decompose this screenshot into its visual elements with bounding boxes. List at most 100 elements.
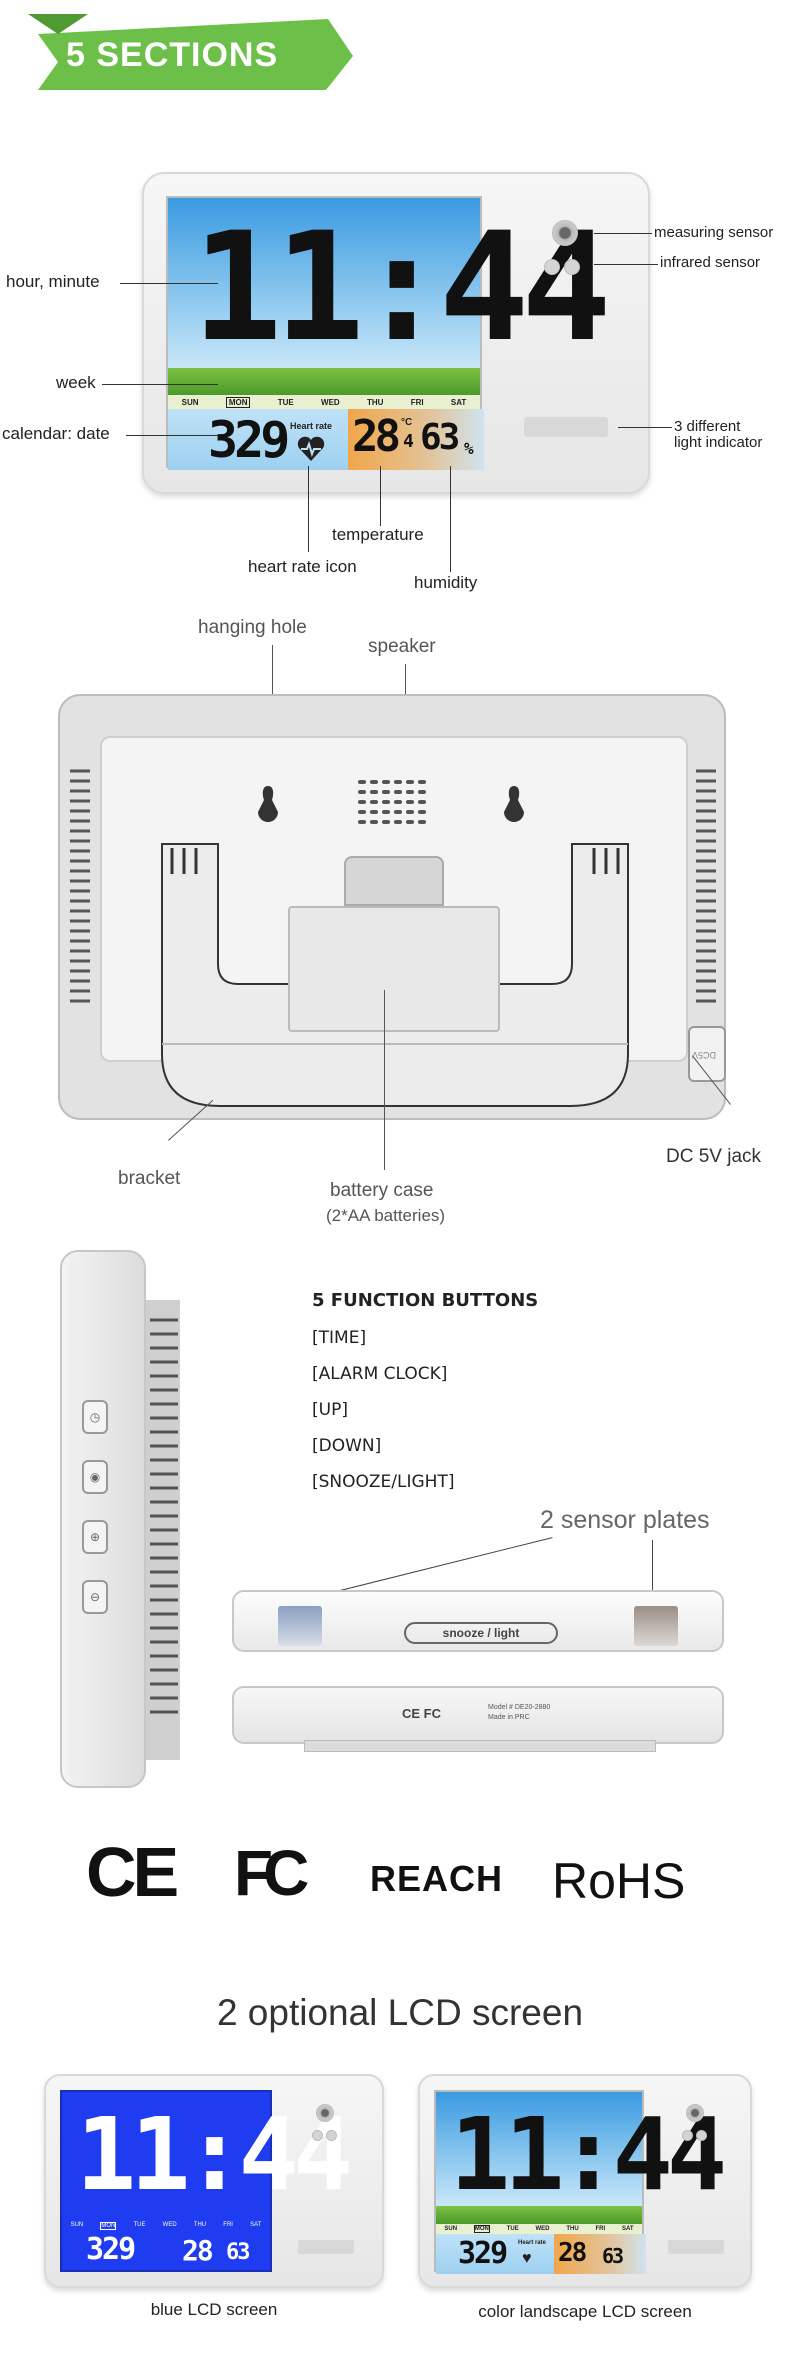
label-battery-case: battery case [330,1180,434,1201]
blue-time-display: 11:44 [76,2096,353,2213]
lcd-sky-background [168,198,480,393]
blue-date-display: 329 [86,2232,136,2267]
week-day: SAT [450,397,467,407]
sensor-plate-right [634,1606,678,1646]
week-day: FRI [223,2222,233,2228]
heart-rate-text: Heart rate [290,421,333,431]
button-item: [DOWN] [312,1436,382,1456]
section-banner: 5 SECTIONS [28,14,358,94]
infrared-sensor [312,2130,323,2141]
front-device: 11:44 SUN MON TUE WED THU FRI SAT 329 He… [142,172,650,494]
week-day: MON [225,396,251,408]
reach-logo: REACH [370,1858,504,1899]
leader-line [380,466,381,526]
temp-humidity-panel: 28 °C 4 63 % [348,409,484,470]
week-day: SUN [181,397,199,407]
made-in-text: Made in PRC [488,1714,530,1721]
label-humidity: humidity [414,573,478,592]
leader-line [450,466,451,572]
week-day: SAT [621,2226,634,2232]
color-temp-display: 28 [558,2238,587,2268]
color-temp-panel: 28 63 [554,2234,646,2274]
battery-cover [288,906,500,1032]
up-button[interactable]: ⊕ [82,1520,108,1554]
heart-icon-small: ♥ [522,2250,532,2267]
label-speaker: speaker [368,636,436,657]
alarm-button[interactable]: ◉ [82,1460,108,1494]
blue-temp-display: 28 [182,2234,214,2267]
sensor-plate-left [278,1606,322,1646]
week-day: TUE [506,2226,519,2232]
time-button[interactable]: ◷ [82,1400,108,1434]
blue-lcd-screen: 11:44 SUN MON TUE WED THU FRI SAT 329 28… [60,2090,353,2272]
color-date-display: 329 [458,2236,508,2271]
label-heart-rate-icon: heart rate icon [248,557,357,576]
leader-line [120,283,218,284]
label-calendar-date: calendar: date [2,424,110,443]
button-item: [UP] [312,1400,348,1420]
date-display: 329 [208,411,290,469]
bracket-latch [344,856,444,906]
bracket [161,843,629,1107]
hanging-hole-left [258,786,278,822]
week-day: SUN [70,2222,84,2228]
label-bracket: bracket [118,1168,181,1189]
week-day: SUN [444,2226,458,2232]
label-dc-jack: DC 5V jack [666,1146,762,1167]
week-row: SUN MON TUE WED THU FRI SAT [168,395,480,409]
snooze-light-label: snooze / light [442,1626,520,1640]
back-device: DC5V [58,694,726,1120]
hanging-hole-right [504,786,524,822]
rohs-logo: RoHS [552,1853,686,1909]
light-indicator-bar [524,417,608,437]
front-lcd-screen: 11:44 SUN MON TUE WED THU FRI SAT 329 He… [166,196,612,470]
model-text: Model # DE20-2880 [488,1704,551,1711]
right-vent [696,769,716,1003]
side-vent [146,1300,180,1760]
label-battery-note: (2*AA batteries) [326,1206,446,1225]
week-day: TUE [133,2222,146,2228]
humidity-unit: % [464,439,474,458]
leader-line [594,233,652,234]
label-hour-minute: hour, minute [6,272,100,291]
light-indicator-bar [668,2240,724,2254]
button-item: [ALARM CLOCK] [312,1364,448,1384]
week-day: THU [193,2222,207,2228]
button-item: [TIME] [312,1328,367,1348]
measuring-sensor [316,2104,334,2122]
blue-week-row: SUN MON TUE WED THU FRI SAT [62,2222,270,2230]
down-button[interactable]: ⊖ [82,1580,108,1614]
color-date-panel: 329 Heart rate ♥ [436,2234,554,2274]
leader-line [308,466,309,552]
banner-title: 5 SECTIONS [66,36,279,74]
snooze-light-button[interactable]: snooze / light [404,1622,558,1644]
time-display: 11:44 [192,201,612,375]
blue-lcd-device: 11:44 SUN MON TUE WED THU FRI SAT 329 28… [44,2074,384,2288]
label-infrared-sensor: infrared sensor [660,254,761,271]
label-hanging-hole: hanging hole [198,617,307,638]
infrared-sensor [326,2130,337,2141]
lcd-options-title: 2 optional LCD screen [216,1992,584,2033]
sensor-plates-label: 2 sensor plates [540,1506,710,1534]
week-day: WED [535,2226,550,2232]
measuring-sensor [552,220,578,246]
color-week-row: SUN MON TUE WED THU FRI SAT [436,2224,642,2234]
button-item: [SNOOZE/LIGHT] [312,1472,455,1492]
week-day: FRI [595,2226,606,2232]
lcd-sky-background [436,2092,642,2222]
label-week: week [56,373,96,392]
heart-icon [297,436,325,461]
ribbon-banner-shape [28,14,353,90]
buttons-title: 5 FUNCTION BUTTONS [312,1290,539,1311]
color-lcd-screen: 11:44 SUN MON TUE WED THU FRI SAT 329 He… [434,2090,727,2274]
week-day: THU [566,2226,579,2232]
leader-line [102,384,218,385]
label-light-indicator-line2: light indicator [674,434,763,451]
week-day: MON [473,2225,490,2233]
color-time-display: 11:44 [450,2096,727,2213]
measuring-sensor [686,2104,704,2122]
week-day: WED [321,397,340,407]
temperature-unit: °C [401,417,413,428]
leader-line [384,990,385,1170]
week-day: WED [162,2222,177,2228]
